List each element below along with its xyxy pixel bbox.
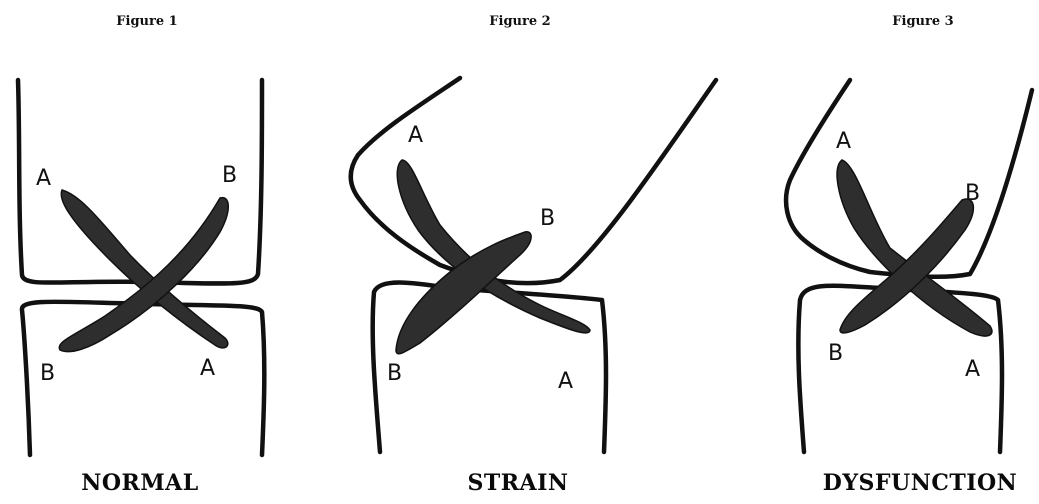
figure-2-knee-diagram: A B B A (340, 60, 740, 460)
femur-outline (786, 80, 1032, 277)
tibia-outline (373, 283, 606, 453)
label-a-top: A (36, 166, 51, 191)
figure-1-title: Figure 1 (47, 14, 247, 29)
label-a-top: A (836, 129, 851, 154)
label-a-bottom: A (558, 369, 573, 394)
figure-1-caption: NORMAL (0, 470, 290, 496)
tibia-outline (22, 302, 264, 455)
figure-3-caption: DYSFUNCTION (770, 470, 1039, 496)
figure-2-caption: STRAIN (368, 470, 668, 496)
figure-1-knee-diagram: A B B A (0, 60, 300, 460)
label-b-bottom: B (40, 361, 55, 386)
label-b-top: B (540, 206, 555, 231)
label-a-bottom: A (965, 357, 980, 382)
figure-3-knee-diagram: A B B A (770, 60, 1039, 460)
figure-3-title: Figure 3 (823, 14, 1023, 29)
label-b-top: B (965, 181, 980, 206)
label-a-bottom: A (200, 356, 215, 381)
label-b-top: B (222, 163, 237, 188)
label-a-top: A (408, 123, 423, 148)
label-b-bottom: B (387, 361, 402, 386)
figure-2-title: Figure 2 (420, 14, 620, 29)
label-b-bottom: B (828, 341, 843, 366)
ligament-a-a (61, 190, 228, 348)
